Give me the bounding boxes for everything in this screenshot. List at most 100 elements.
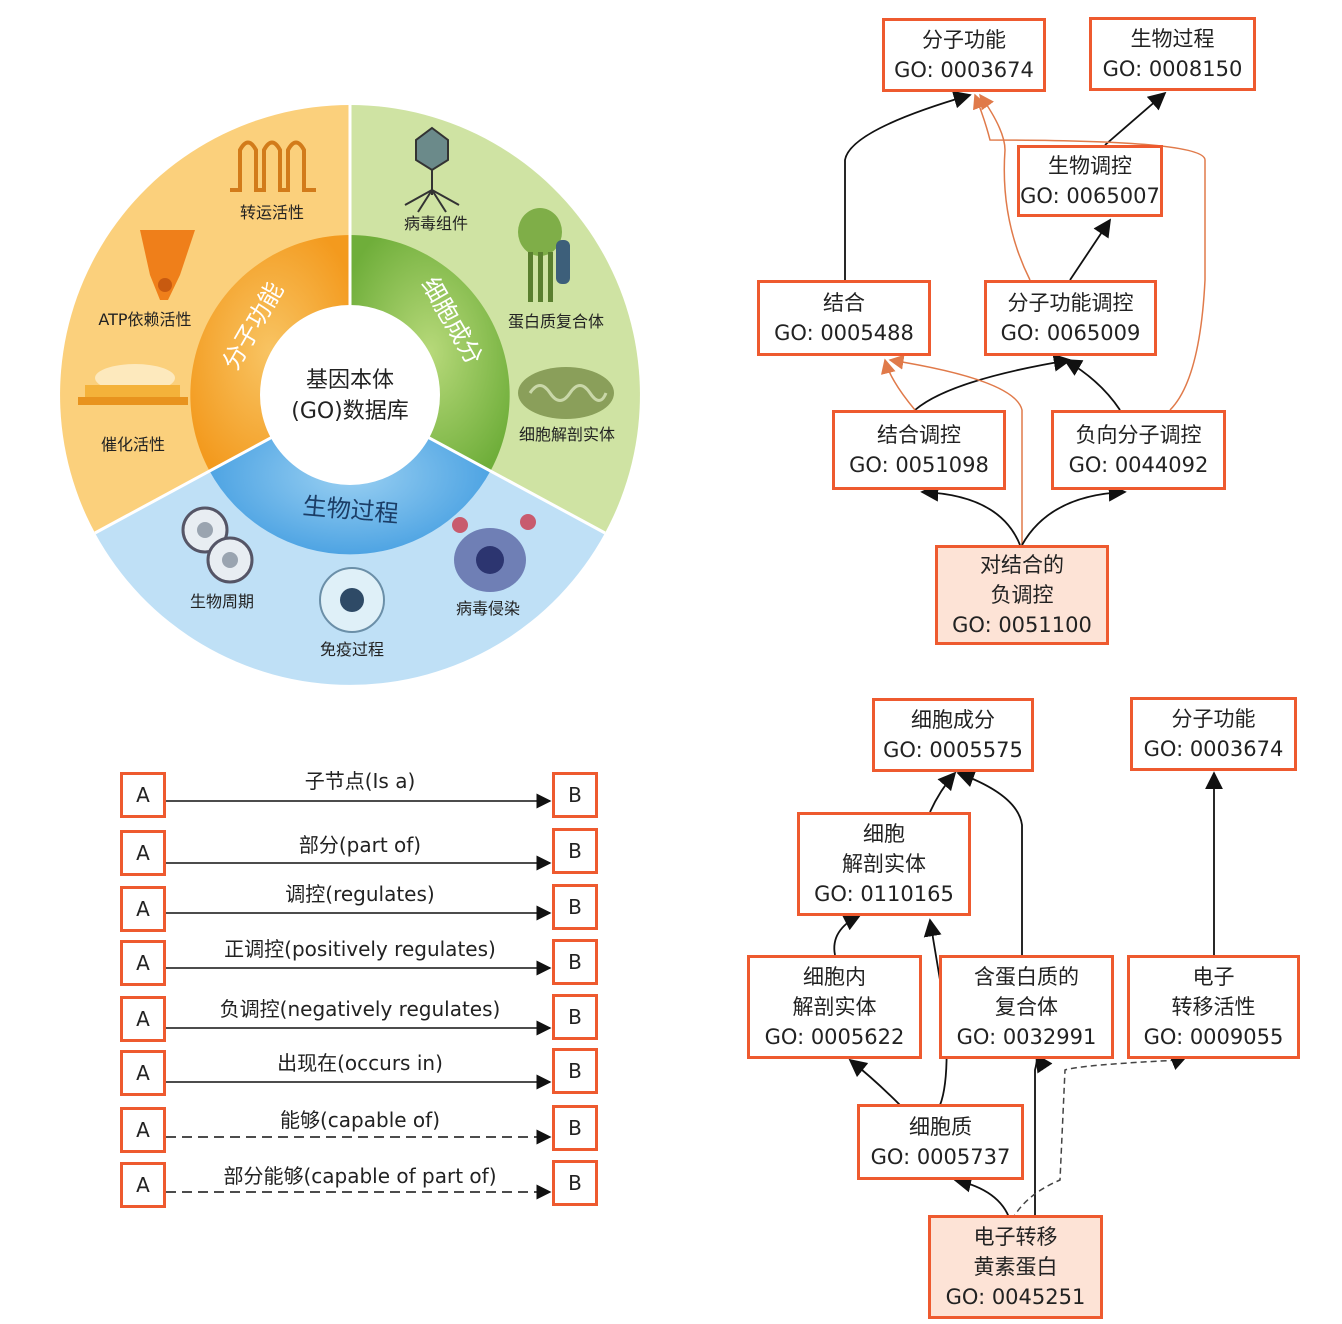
node-id: GO: 0065007 [1020,184,1160,208]
node-id: GO: 0003674 [894,58,1034,82]
immune-icon [319,567,385,633]
node-title: 含蛋白质的 [974,965,1079,989]
relation-label-2: 部分(part of) [298,833,422,857]
go-wheel-svg: 基因本体 (GO)数据库 分子功能 细胞成分 生物过程 转运活性 ATP依赖活性… [60,105,640,685]
node-title: 分子功能调控 [1007,291,1134,315]
node-title: 电子转移 [973,1225,1058,1249]
node-id: GO: 0065009 [1000,321,1141,345]
relation-a-4: A [120,940,166,986]
relation-arrows [166,793,552,1200]
cell-cycle-icon [181,506,254,584]
node-title: 结合调控 [877,423,961,447]
go-wheel: 基因本体 (GO)数据库 分子功能 细胞成分 生物过程 转运活性 ATP依赖活性… [0,0,700,700]
node-title: 生物过程 [1130,27,1215,51]
node-id: GO: 0005622 [764,1025,905,1049]
relation-a-3: A [120,886,166,932]
relation-b-8: B [552,1160,598,1206]
catalytic-icon [78,364,188,405]
relation-label-7: 能够(capable of) [280,1108,440,1132]
relation-a-8: A [120,1162,166,1208]
node-binding-regulation: 结合调控 GO: 0051098 [832,410,1006,490]
relation-a-7: A [120,1107,166,1153]
node-electron-transfer-flavoprotein: 电子转移黄素蛋白 GO: 0045251 [928,1215,1103,1319]
node-biological-process: 生物过程 GO: 0008150 [1089,17,1256,91]
relation-b-5: B [552,994,598,1040]
node-negative-regulation-of-binding: 对结合的负调控 GO: 0051100 [935,545,1109,645]
atp-icon [140,230,195,300]
node-id: GO: 0005737 [870,1145,1011,1169]
relation-b-4: B [552,939,598,985]
node-mf-regulation: 分子功能调控 GO: 0065009 [984,280,1157,356]
relation-legend: A B 子节点(Is a) A B 部分(part of) A B 调控(reg… [0,750,700,1220]
node-id: GO: 0008150 [1102,57,1243,81]
node-title: 对结合的 [980,553,1064,577]
node-title-2: 复合体 [995,995,1058,1019]
item-immune: 免疫过程 [320,640,384,659]
relation-label-4: 正调控(positively regulates) [224,937,496,961]
go-graph-binding: 分子功能 GO: 0003674 生物过程 GO: 0008150 生物调控 GO: … [700,0,1342,660]
node-id: GO: 0045251 [945,1285,1086,1309]
relation-label-8: 部分能够(capable of part of) [223,1164,497,1188]
mitochondrion-icon [518,367,614,419]
node-id: GO: 0044092 [1068,453,1209,477]
node-title: 分子功能 [1171,707,1256,731]
node-title: 细胞内 [803,965,866,989]
node-title: 负向分子调控 [1075,423,1202,447]
relation-b-2: B [552,828,598,874]
item-catalytic: 催化活性 [101,435,165,454]
node-title: 生物调控 [1048,154,1132,178]
node-biological-regulation: 生物调控 GO: 0065007 [1017,145,1163,217]
item-virion: 病毒组件 [404,214,468,233]
node-id: GO: 0005575 [883,738,1023,762]
wheel-center [260,305,440,485]
virion-icon [404,126,460,213]
node-intracellular-anatomical-entity: 细胞内解剖实体 GO: 0005622 [747,955,922,1059]
node-title: 电子 [1192,965,1235,989]
node-id: GO: 0110165 [814,882,954,906]
item-transport: 转运活性 [240,203,304,222]
node-title-2: 解剖实体 [792,995,877,1019]
node-id: GO: 0003674 [1143,737,1284,761]
node-id: GO: 0051100 [952,613,1092,637]
relation-label-6: 出现在(occurs in) [277,1051,443,1075]
item-viral: 病毒侵染 [456,599,520,618]
relation-b-3: B [552,884,598,930]
node-negative-molecular-regulation: 负向分子调控 GO: 0044092 [1051,410,1226,490]
wheel-center-line1: 基因本体 [306,368,394,393]
graph1-edges [844,90,1206,546]
node-id: GO: 0051098 [849,453,989,477]
node-id: GO: 0005488 [774,321,914,345]
relation-b-6: B [552,1048,598,1094]
relation-b-1: B [552,772,598,818]
node-title-2: 黄素蛋白 [973,1255,1058,1279]
node-title: 细胞 [863,822,905,846]
transport-icon [230,140,316,192]
node-title: 细胞质 [909,1115,972,1139]
item-atp: ATP依赖活性 [98,310,191,329]
wheel-center-line2: (GO)数据库 [291,399,409,424]
node-cellular-anatomical-entity: 细胞解剖实体 GO: 0110165 [797,812,971,916]
relation-a-1: A [120,772,166,818]
viral-infection-icon [452,514,536,592]
node-title: 分子功能 [922,28,1006,52]
node-protein-containing-complex: 含蛋白质的复合体 GO: 0032991 [939,955,1114,1059]
node-title-2: 转移活性 [1171,995,1256,1019]
node-cytoplasm: 细胞质 GO: 0005737 [857,1104,1024,1180]
protein-complex-icon [518,208,570,302]
relation-label-5: 负调控(negatively regulates) [219,997,501,1021]
node-title-2: 解剖实体 [842,852,926,876]
node-molecular-function-2: 分子功能 GO: 0003674 [1130,697,1297,771]
relation-a-5: A [120,996,166,1042]
item-cell-cycle: 生物周期 [190,592,254,611]
node-molecular-function: 分子功能 GO: 0003674 [882,18,1046,92]
relation-b-7: B [552,1105,598,1151]
node-title-2: 负调控 [990,583,1054,607]
node-id: GO: 0032991 [956,1025,1097,1049]
item-protein-complex: 蛋白质复合体 [508,312,604,331]
item-anatomical: 细胞解剖实体 [519,425,615,444]
relation-label-3: 调控(regulates) [285,882,435,906]
